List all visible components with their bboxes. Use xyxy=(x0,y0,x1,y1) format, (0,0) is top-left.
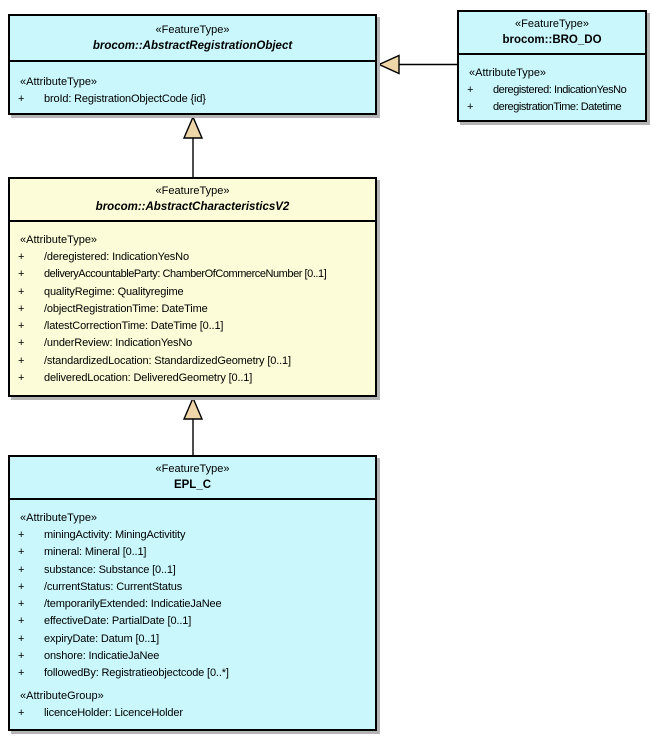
attribute: + deliveryAccountableParty: ChamberOfCom… xyxy=(14,266,373,283)
attribute-group-heading: «AttributeGroup» xyxy=(20,689,104,702)
class-abstract-characteristics-v2[interactable]: «FeatureType» brocom::AbstractCharacteri… xyxy=(8,177,377,397)
attribute: + substance: Substance [0..1] xyxy=(14,561,373,578)
attribute-text: /standardizedLocation: StandardizedGeome… xyxy=(44,354,291,367)
attribute: + /latestCorrectionTime: DateTime [0..1] xyxy=(14,317,373,334)
attribute-text: /latestCorrectionTime: DateTime [0..1] xyxy=(44,320,224,333)
visibility: + xyxy=(18,563,25,576)
attribute-text: followedBy: Registratieobjectcode [0..*] xyxy=(44,667,229,680)
class-abstract-registration-object[interactable]: «FeatureType» brocom::AbstractRegistrati… xyxy=(8,14,377,115)
generalization-arrowhead-icon xyxy=(182,115,204,139)
attribute: + effectiveDate: PartialDate [0..1] xyxy=(14,613,373,630)
visibility: + xyxy=(18,706,25,719)
visibility: + xyxy=(18,372,25,385)
attribute-text: deregistrationTime: Datetime xyxy=(493,101,622,114)
visibility: + xyxy=(18,337,25,350)
visibility: + xyxy=(18,580,25,593)
attribute-text: expiryDate: Datum [0..1] xyxy=(44,632,160,645)
class-name: brocom::AbstractCharacteristicsV2 xyxy=(95,201,290,213)
attribute-compartment: «AttributeType» + /deregistered: Indicat… xyxy=(10,222,375,387)
attribute-text: deliveredLocation: DeliveredGeometry [0.… xyxy=(44,372,253,385)
visibility: + xyxy=(18,632,25,645)
visibility: + xyxy=(18,546,25,559)
class-header: «FeatureType» brocom::AbstractCharacteri… xyxy=(10,179,375,222)
attribute-text: /currentStatus: CurrentStatus xyxy=(44,580,183,593)
visibility: + xyxy=(18,528,25,541)
attribute: + /currentStatus: CurrentStatus xyxy=(14,578,373,595)
attribute: + /objectRegistrationTime: DateTime xyxy=(14,300,373,317)
generalization-arrowhead-icon xyxy=(377,54,400,75)
attribute: + qualityRegime: Qualityregime xyxy=(14,283,373,300)
attribute-text: /temporarilyExtended: IndicatieJaNee xyxy=(44,598,222,611)
attribute: + licenceHolder: LicenceHolder xyxy=(14,704,373,721)
attribute-text: broId: RegistrationObjectCode {id} xyxy=(44,92,206,105)
attribute-text: /deregistered: IndicationYesNo xyxy=(44,250,189,263)
attribute: + miningActivity: MiningActivitity xyxy=(14,526,373,543)
attribute-text: deliveryAccountableParty: ChamberOfComme… xyxy=(44,268,327,281)
visibility: + xyxy=(18,650,25,663)
class-name: brocom::AbstractRegistrationObject xyxy=(92,39,293,52)
attribute-type-heading: «AttributeType» xyxy=(20,511,98,524)
attribute-text: qualityRegime: Qualityregime xyxy=(44,285,184,298)
visibility: + xyxy=(18,615,25,628)
class-name: EPL_C xyxy=(173,479,212,491)
attribute: + broId: RegistrationObjectCode {id} xyxy=(14,90,373,107)
visibility: + xyxy=(18,250,25,263)
visibility: + xyxy=(18,320,25,333)
attribute: + deliveredLocation: DeliveredGeometry [… xyxy=(14,369,373,386)
visibility: + xyxy=(18,285,25,298)
generalization-brodo-to-abstractregistrationobject xyxy=(377,54,457,75)
attribute: + followedBy: Registratieobjectcode [0..… xyxy=(14,665,373,682)
attribute-text: licenceHolder: LicenceHolder xyxy=(44,706,183,719)
attribute: + /temporarilyExtended: IndicatieJaNee xyxy=(14,595,373,612)
attribute-compartment: «AttributeType» + deregistered: Indicati… xyxy=(459,55,645,116)
class-name: brocom::BRO_DO xyxy=(502,34,602,46)
visibility: + xyxy=(18,92,25,105)
attribute: + deregistered: IndicationYesNo xyxy=(463,81,643,98)
attribute: + expiryDate: Datum [0..1] xyxy=(14,630,373,647)
attribute-text: /underReview: IndicationYesNo xyxy=(44,337,193,350)
attribute-type-heading: «AttributeType» xyxy=(20,233,98,246)
generalization-eplc-to-characteristics xyxy=(182,396,204,455)
visibility: + xyxy=(18,268,25,281)
attribute-text: onshore: IndicatieJaNee xyxy=(44,650,160,663)
generalization-arrowhead-icon xyxy=(182,396,204,420)
class-bro-do[interactable]: «FeatureType» brocom::BRO_DO «AttributeT… xyxy=(457,10,647,122)
attribute-text: /objectRegistrationTime: DateTime xyxy=(44,302,208,315)
attribute-text: substance: Substance [0..1] xyxy=(44,563,176,576)
visibility: + xyxy=(18,354,25,367)
attribute: + onshore: IndicatieJaNee xyxy=(14,647,373,664)
attribute: + /underReview: IndicationYesNo xyxy=(14,335,373,352)
attribute-compartment: «AttributeType» + miningActivity: Mining… xyxy=(10,500,375,722)
visibility: + xyxy=(467,101,474,114)
attribute-type-heading: «AttributeType» xyxy=(20,75,98,88)
visibility: + xyxy=(18,667,25,680)
attribute: + mineral: Mineral [0..1] xyxy=(14,544,373,561)
attribute: + /deregistered: IndicationYesNo xyxy=(14,248,373,265)
class-stereotype: «FeatureType» xyxy=(155,23,230,36)
class-stereotype: «FeatureType» xyxy=(155,185,230,197)
attribute-type-heading: «AttributeType» xyxy=(469,66,547,79)
attribute-text: deregistered: IndicationYesNo xyxy=(493,83,627,96)
attribute-compartment: «AttributeType» + broId: RegistrationObj… xyxy=(10,62,375,108)
class-header: «FeatureType» brocom::BRO_DO xyxy=(459,12,645,55)
attribute-text: effectiveDate: PartialDate [0..1] xyxy=(44,615,192,628)
visibility: + xyxy=(467,83,474,96)
attribute-text: mineral: Mineral [0..1] xyxy=(44,546,147,559)
class-stereotype: «FeatureType» xyxy=(155,463,230,475)
visibility: + xyxy=(18,302,25,315)
generalization-characteristics-to-abstractregistrationobject xyxy=(182,115,204,177)
class-stereotype: «FeatureType» xyxy=(515,18,589,30)
attribute-text: miningActivity: MiningActivitity xyxy=(44,528,186,541)
class-epl-c[interactable]: «FeatureType» EPL_C «AttributeType» + mi… xyxy=(8,455,377,731)
attribute: + deregistrationTime: Datetime xyxy=(463,99,643,116)
attribute: + /standardizedLocation: StandardizedGeo… xyxy=(14,352,373,369)
visibility: + xyxy=(18,598,25,611)
class-header: «FeatureType» brocom::AbstractRegistrati… xyxy=(10,16,375,62)
class-header: «FeatureType» EPL_C xyxy=(10,457,375,500)
